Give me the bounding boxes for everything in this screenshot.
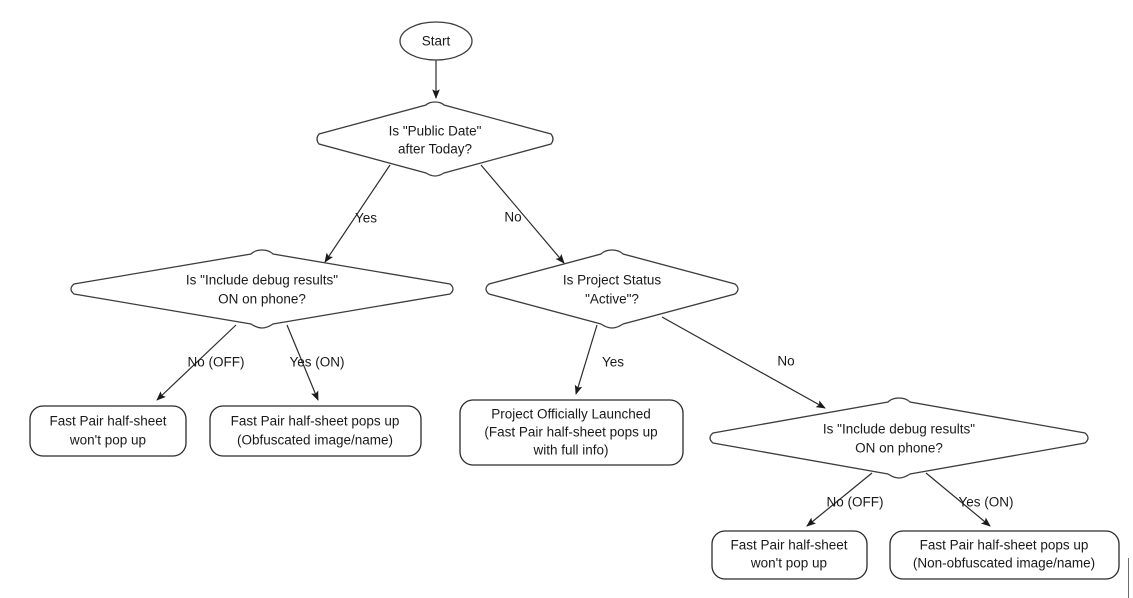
edge-public-date-no — [480, 164, 565, 264]
node-result-no-popup-right-line1: Fast Pair half-sheet — [730, 538, 847, 553]
node-result-officially-launched-line1: Project Officially Launched — [491, 407, 651, 422]
edge-public-date-yes — [324, 164, 391, 263]
node-result-no-popup-left-line2: won't pop up — [69, 433, 146, 448]
edge-label-project-status-no: No — [777, 354, 794, 369]
edge-debug-right-yes-on — [925, 472, 991, 527]
edge-label-debug-right-no-off: No (OFF) — [827, 495, 884, 510]
node-result-officially-launched-line3: with full info) — [532, 443, 608, 458]
node-result-no-popup-left[interactable]: Fast Pair half-sheet won't pop up — [29, 405, 187, 457]
node-decision-debug-left-line1: Is "Include debug results" — [186, 273, 338, 288]
node-result-obfuscated-line1: Fast Pair half-sheet pops up — [231, 414, 400, 429]
node-result-no-popup-right-line2: won't pop up — [750, 556, 827, 571]
edge-debug-left-no-off — [156, 324, 237, 401]
node-decision-public-date[interactable]: Is "Public Date" after Today? — [316, 101, 554, 177]
node-decision-debug-left-line2: ON on phone? — [218, 292, 306, 307]
node-decision-project-status-line1: Is Project Status — [563, 273, 662, 288]
node-result-officially-launched[interactable]: Project Officially Launched (Fast Pair h… — [459, 399, 684, 466]
node-decision-debug-left[interactable]: Is "Include debug results" ON on phone? — [70, 249, 454, 329]
edge-debug-left-yes-on — [286, 324, 319, 401]
edges-layer: Yes No No (OFF) Yes (ON) Yes No No (OFF)… — [156, 60, 1014, 527]
edge-label-public-date-no: No — [504, 210, 521, 225]
node-result-obfuscated-line2: (Obfuscated image/name) — [237, 433, 393, 448]
node-result-no-popup-left-line1: Fast Pair half-sheet — [49, 414, 166, 429]
edge-label-debug-left-no-off: No (OFF) — [188, 355, 245, 370]
node-result-non-obfuscated-line2: (Non-obfuscated image/name) — [913, 556, 1095, 571]
node-decision-public-date-line2: after Today? — [398, 142, 472, 157]
node-result-non-obfuscated[interactable]: Fast Pair half-sheet pops up (Non-obfusc… — [889, 530, 1120, 580]
nodes-layer: Start Is "Public Date" after Today? Is "… — [29, 21, 1120, 580]
edge-label-project-status-yes: Yes — [602, 355, 624, 370]
node-result-no-popup-right[interactable]: Fast Pair half-sheet won't pop up — [711, 530, 868, 580]
node-decision-project-status-line2: "Active"? — [585, 292, 639, 307]
edge-label-public-date-yes: Yes — [355, 211, 377, 226]
node-decision-debug-right[interactable]: Is "Include debug results" ON on phone? — [709, 397, 1089, 479]
node-result-non-obfuscated-line1: Fast Pair half-sheet pops up — [920, 538, 1089, 553]
edge-project-status-yes — [574, 324, 598, 395]
node-decision-project-status[interactable]: Is Project Status "Active"? — [485, 249, 739, 329]
node-decision-debug-right-line1: Is "Include debug results" — [823, 422, 975, 437]
node-start-label: Start — [422, 34, 451, 49]
page-edge-artifact — [1128, 558, 1129, 598]
node-decision-debug-right-line2: ON on phone? — [855, 441, 943, 456]
node-result-obfuscated[interactable]: Fast Pair half-sheet pops up (Obfuscated… — [209, 405, 422, 457]
edge-debug-right-no-off — [806, 472, 873, 527]
edge-label-debug-left-yes-on: Yes (ON) — [289, 355, 344, 370]
node-result-officially-launched-line2: (Fast Pair half-sheet pops up — [484, 425, 657, 440]
edge-project-status-no — [661, 316, 826, 409]
edge-label-debug-right-yes-on: Yes (ON) — [958, 495, 1013, 510]
node-decision-public-date-line1: Is "Public Date" — [389, 124, 482, 139]
node-start[interactable]: Start — [399, 21, 473, 61]
